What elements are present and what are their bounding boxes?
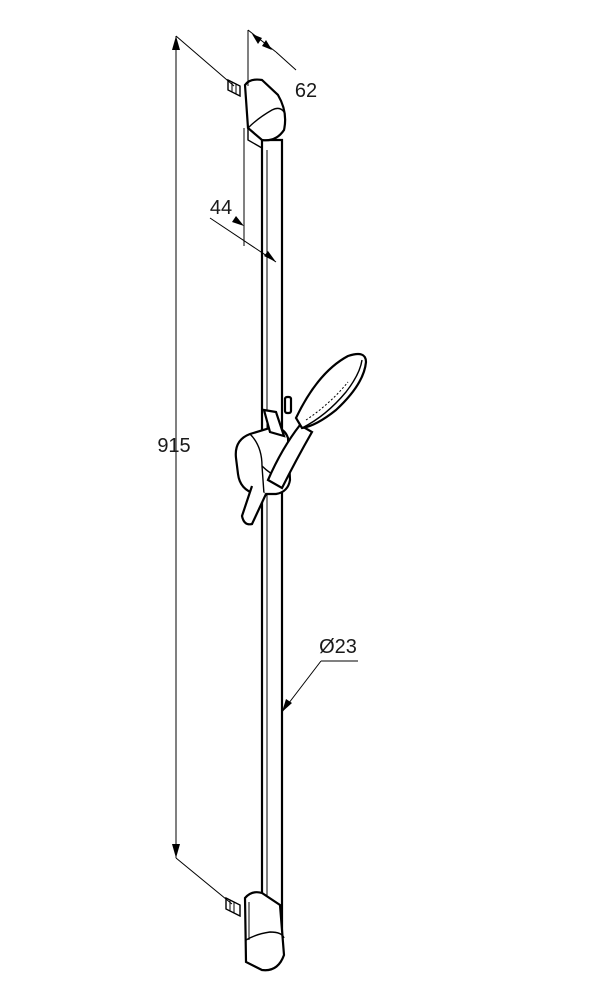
dimension-label-diameter: Ø23 [319, 636, 357, 658]
dimension-label-915: 915 [157, 435, 190, 457]
dimension-bracket-depth [247, 29, 297, 86]
dimension-bar-offset [209, 128, 277, 263]
dimension-bar-diameter [281, 660, 358, 713]
bottom-wall-bracket [225, 891, 286, 972]
hand-shower [266, 352, 368, 490]
top-wall-bracket [227, 78, 287, 149]
dimension-label-62: 62 [295, 80, 317, 102]
dimension-label-44: 44 [210, 197, 232, 219]
dimension-total-height [172, 35, 235, 905]
